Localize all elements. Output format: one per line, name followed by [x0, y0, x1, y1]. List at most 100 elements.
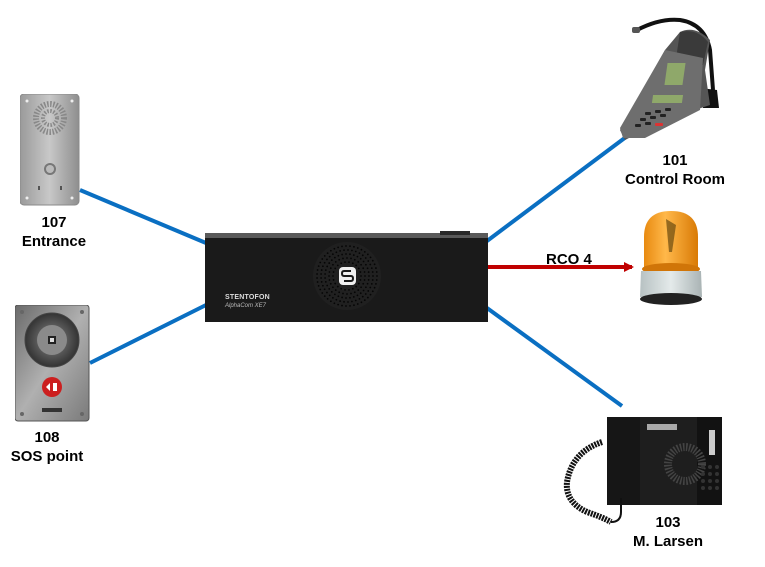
grille-hole	[344, 261, 346, 264]
grille-hole	[361, 254, 364, 257]
grille-hole	[356, 255, 359, 258]
m-larsen-station[interactable]	[557, 412, 725, 530]
control-room-name: Control Room	[625, 171, 725, 188]
grille-hole	[346, 293, 348, 295]
grille-hole	[373, 263, 376, 266]
sos-point-station[interactable]	[14, 304, 90, 422]
grille-hole	[351, 300, 353, 303]
alphacom-unit-graphic	[205, 231, 488, 322]
grille-hole	[341, 245, 343, 248]
grille-hole	[338, 258, 341, 261]
grille-hole	[323, 295, 326, 298]
grille-hole	[351, 287, 354, 290]
grille-hole	[330, 291, 333, 293]
grille-hole	[353, 304, 355, 307]
grille-hole	[372, 275, 374, 277]
grille-hole	[328, 275, 330, 277]
grille-hole	[364, 286, 367, 289]
grille-hole	[359, 271, 362, 273]
grille-hole	[360, 263, 362, 266]
grille-hole	[333, 293, 336, 296]
m-larsen-label: 103 M. Larsen	[618, 513, 718, 551]
grille-hole	[353, 258, 356, 261]
grille-hole	[371, 279, 374, 281]
link-entrance	[79, 188, 207, 245]
grille-hole	[320, 273, 322, 275]
alphacom-central-unit[interactable]: STENTOFON AlphaCom XE7	[205, 229, 488, 322]
grille-hole	[357, 289, 360, 291]
grille-hole	[371, 271, 374, 273]
grille-hole	[343, 300, 345, 303]
grille-hole	[367, 290, 370, 292]
grille-hole	[334, 261, 337, 263]
grille-hole	[363, 250, 366, 253]
grille-hole	[357, 267, 360, 270]
grille-hole	[358, 297, 361, 300]
grille-hole	[339, 300, 342, 302]
brand-label: STENTOFON	[225, 294, 270, 301]
grille-hole	[363, 271, 366, 273]
grille-hole	[329, 282, 332, 285]
grille-hole	[328, 279, 331, 281]
grille-hole	[319, 288, 322, 291]
grille-hole	[323, 254, 326, 257]
grille-hole	[337, 246, 340, 249]
amber-beacon[interactable]	[636, 207, 706, 313]
grille-hole	[326, 252, 329, 254]
grille-hole	[335, 251, 338, 254]
grille-hole	[332, 286, 334, 289]
control-room-label: 101 Control Room	[610, 151, 740, 189]
grille-hole	[367, 271, 370, 273]
grille-hole	[328, 271, 331, 273]
grille-hole	[375, 279, 378, 281]
grille-hole	[345, 253, 347, 255]
grille-hole	[355, 285, 358, 288]
link-m-larsen	[485, 306, 624, 408]
grille-hole	[352, 254, 355, 256]
entrance-station[interactable]	[19, 93, 80, 206]
grille-hole	[362, 289, 365, 292]
grille-hole	[375, 267, 377, 269]
grille-hole	[331, 253, 334, 256]
grille-hole	[367, 260, 370, 262]
grille-hole	[316, 269, 319, 271]
grille-hole	[328, 294, 331, 297]
grille-hole	[324, 273, 326, 275]
grille-hole	[373, 286, 376, 289]
grille-hole	[368, 275, 370, 277]
grille-hole	[332, 263, 334, 266]
grille-hole	[328, 262, 331, 264]
grille-hole	[336, 285, 339, 288]
grille-hole	[316, 273, 318, 275]
grille-hole	[363, 279, 366, 281]
grille-hole	[349, 245, 351, 248]
control-room-station[interactable]	[615, 10, 730, 145]
grille-hole	[355, 264, 358, 267]
grille-hole	[337, 295, 340, 298]
grille-hole	[369, 286, 372, 289]
grille-hole	[333, 247, 336, 250]
link-control-room	[485, 135, 628, 243]
grille-hole	[367, 279, 370, 281]
grille-hole	[342, 292, 344, 295]
grille-hole	[341, 253, 344, 256]
grille-hole	[356, 294, 359, 297]
desk-master-station-icon	[620, 17, 719, 140]
grille-hole	[359, 279, 362, 281]
grille-hole	[321, 292, 324, 294]
rotating-beacon-icon	[640, 211, 702, 305]
control-room-number: 101	[662, 152, 688, 169]
grille-hole	[320, 269, 323, 271]
grille-hole	[349, 304, 351, 307]
grille-hole	[333, 302, 336, 305]
grille-hole	[326, 298, 329, 300]
grille-hole	[321, 265, 324, 268]
grille-hole	[329, 249, 332, 252]
grille-hole	[364, 275, 366, 277]
grille-hole	[359, 257, 362, 260]
grille-hole	[357, 282, 360, 285]
grille-hole	[326, 291, 328, 294]
grille-hole	[353, 291, 356, 294]
grille-hole	[375, 283, 377, 285]
